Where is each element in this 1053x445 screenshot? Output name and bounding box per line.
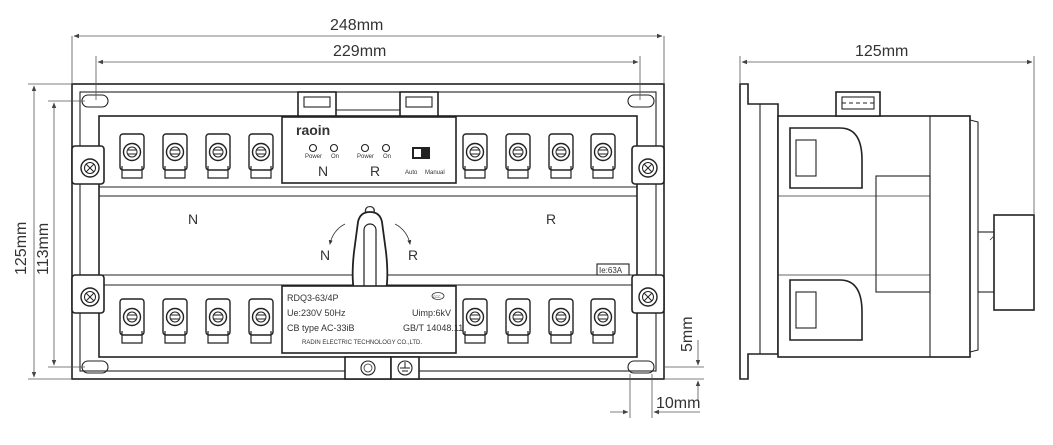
nameplate-uimp: Uimp:6kV bbox=[412, 308, 451, 318]
body-label-r: R bbox=[546, 211, 556, 227]
indicator-leds bbox=[308, 143, 391, 153]
nameplate-voltage: Ue:230V 50Hz bbox=[287, 308, 346, 318]
dimensions-side: 125mm bbox=[739, 43, 1035, 215]
nameplate-maker: RADIN ELECTRIC TECHNOLOGY CO.,LTD. bbox=[302, 340, 422, 346]
ground-icon bbox=[397, 360, 413, 376]
dim-hole-spacing: 10mm bbox=[656, 395, 700, 412]
indicator-label-1: Power bbox=[305, 154, 322, 160]
indicator-label-2: On bbox=[331, 154, 339, 160]
indicator-label-3: Power bbox=[357, 154, 374, 160]
panel-source-r: R bbox=[370, 163, 380, 179]
handle-r-label: R bbox=[408, 247, 418, 263]
nameplate-ccc: CCC bbox=[433, 295, 441, 299]
nameplate-cb-type: CB type AC-33iB bbox=[287, 323, 355, 333]
mode-auto-label: Auto bbox=[405, 170, 418, 176]
front-view: raoin Power On Power On N R Auto Manual … bbox=[71, 83, 665, 380]
nameplate-standard: GB/T 14048.11 bbox=[403, 323, 463, 333]
brand-logo: raoin bbox=[296, 122, 330, 138]
dim-overall-width: 248mm bbox=[330, 17, 383, 34]
mode-manual-label: Manual bbox=[425, 170, 445, 176]
mount-slot-tr bbox=[627, 94, 655, 108]
mount-slot-br bbox=[627, 360, 655, 374]
rating-badge bbox=[596, 263, 630, 276]
dimensions-front: 248mm 229mm 125mm 113mm 5mm 10mm bbox=[13, 17, 704, 418]
side-handle bbox=[993, 214, 1035, 311]
dim-mount-width: 229mm bbox=[333, 43, 386, 60]
side-view bbox=[739, 83, 1035, 380]
nameplate-model: RDQ3-63/4P bbox=[287, 293, 339, 303]
dim-mount-height: 113mm bbox=[35, 223, 52, 275]
rating-badge-text: Ie:63A bbox=[599, 266, 623, 275]
panel-source-n: N bbox=[318, 163, 328, 179]
indicator-label-4: On bbox=[383, 154, 391, 160]
dim-depth: 125mm bbox=[855, 43, 908, 60]
body-label-n: N bbox=[188, 211, 198, 227]
handle-n-label: N bbox=[320, 247, 330, 263]
dim-hole-offset: 5mm bbox=[679, 316, 696, 352]
dim-overall-height: 125mm bbox=[13, 222, 30, 275]
nameplate bbox=[281, 285, 457, 354]
